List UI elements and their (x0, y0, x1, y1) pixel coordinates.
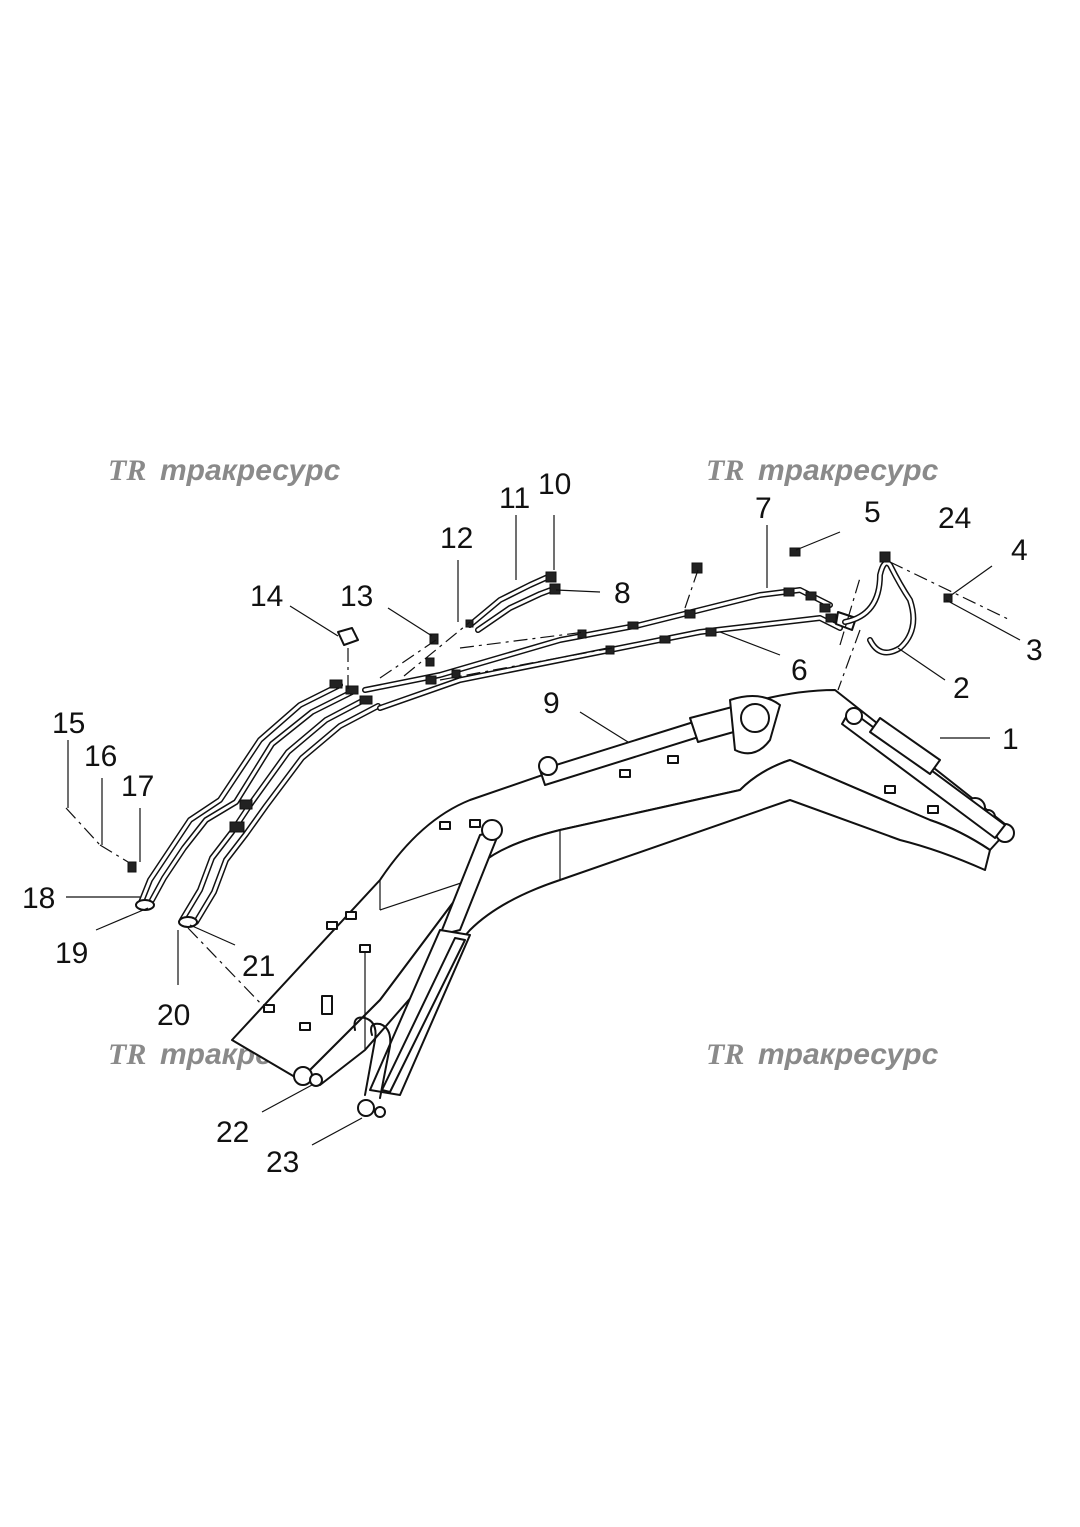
watermark-top-left: TR тракресурс (108, 454, 341, 487)
callout-18: 18 (22, 882, 55, 915)
callout-7: 7 (755, 492, 772, 525)
callout-17: 17 (121, 770, 154, 803)
callout-6: 6 (791, 654, 808, 687)
callout-8: 8 (614, 577, 631, 610)
small-parts (337, 547, 953, 646)
callout-3: 3 (1026, 634, 1043, 667)
watermark-logo: TR (108, 454, 146, 487)
callout-16: 16 (84, 740, 117, 773)
callout-9: 9 (543, 687, 560, 720)
callout-24: 24 (938, 502, 971, 535)
callout-14: 14 (250, 580, 283, 613)
watermark-logo: TR (108, 1038, 146, 1071)
callout-4: 4 (1011, 534, 1028, 567)
tube-bundle-upper (362, 551, 917, 711)
arm-cylinder (538, 695, 781, 786)
callout-10: 10 (538, 468, 571, 501)
callout-11: 11 (499, 482, 530, 515)
callout-2: 2 (953, 672, 970, 705)
boom-cylinder (841, 707, 1006, 839)
callout-12: 12 (440, 522, 473, 555)
callout-5: 5 (864, 496, 881, 529)
assembly-lines (65, 561, 1011, 1009)
callout-23: 23 (266, 1146, 299, 1179)
bucket-cylinder (353, 819, 503, 1118)
callout-15: 15 (52, 707, 85, 740)
leader-lines (66, 515, 1021, 1146)
watermark-text: тракресурс (758, 454, 939, 487)
hose-short (467, 571, 561, 633)
watermark-logo: TR (706, 454, 744, 487)
callouts: 1 2 3 4 5 6 7 8 9 10 11 12 13 14 15 16 1… (22, 468, 1043, 1179)
callout-13: 13 (340, 580, 373, 613)
watermark-top-right: TR тракресурс (706, 454, 939, 487)
watermark-text: тракресурс (160, 454, 341, 487)
watermark-bottom-right: TR тракресурс (706, 1038, 939, 1071)
watermark-text: тракресурс (758, 1038, 939, 1071)
tube-bundle-left (127, 679, 381, 928)
watermark-logo: TR (706, 1038, 744, 1071)
callout-21: 21 (242, 950, 275, 983)
callout-22: 22 (216, 1116, 249, 1149)
callout-1: 1 (1002, 723, 1019, 756)
callout-19: 19 (55, 937, 88, 970)
callout-20: 20 (157, 999, 190, 1032)
